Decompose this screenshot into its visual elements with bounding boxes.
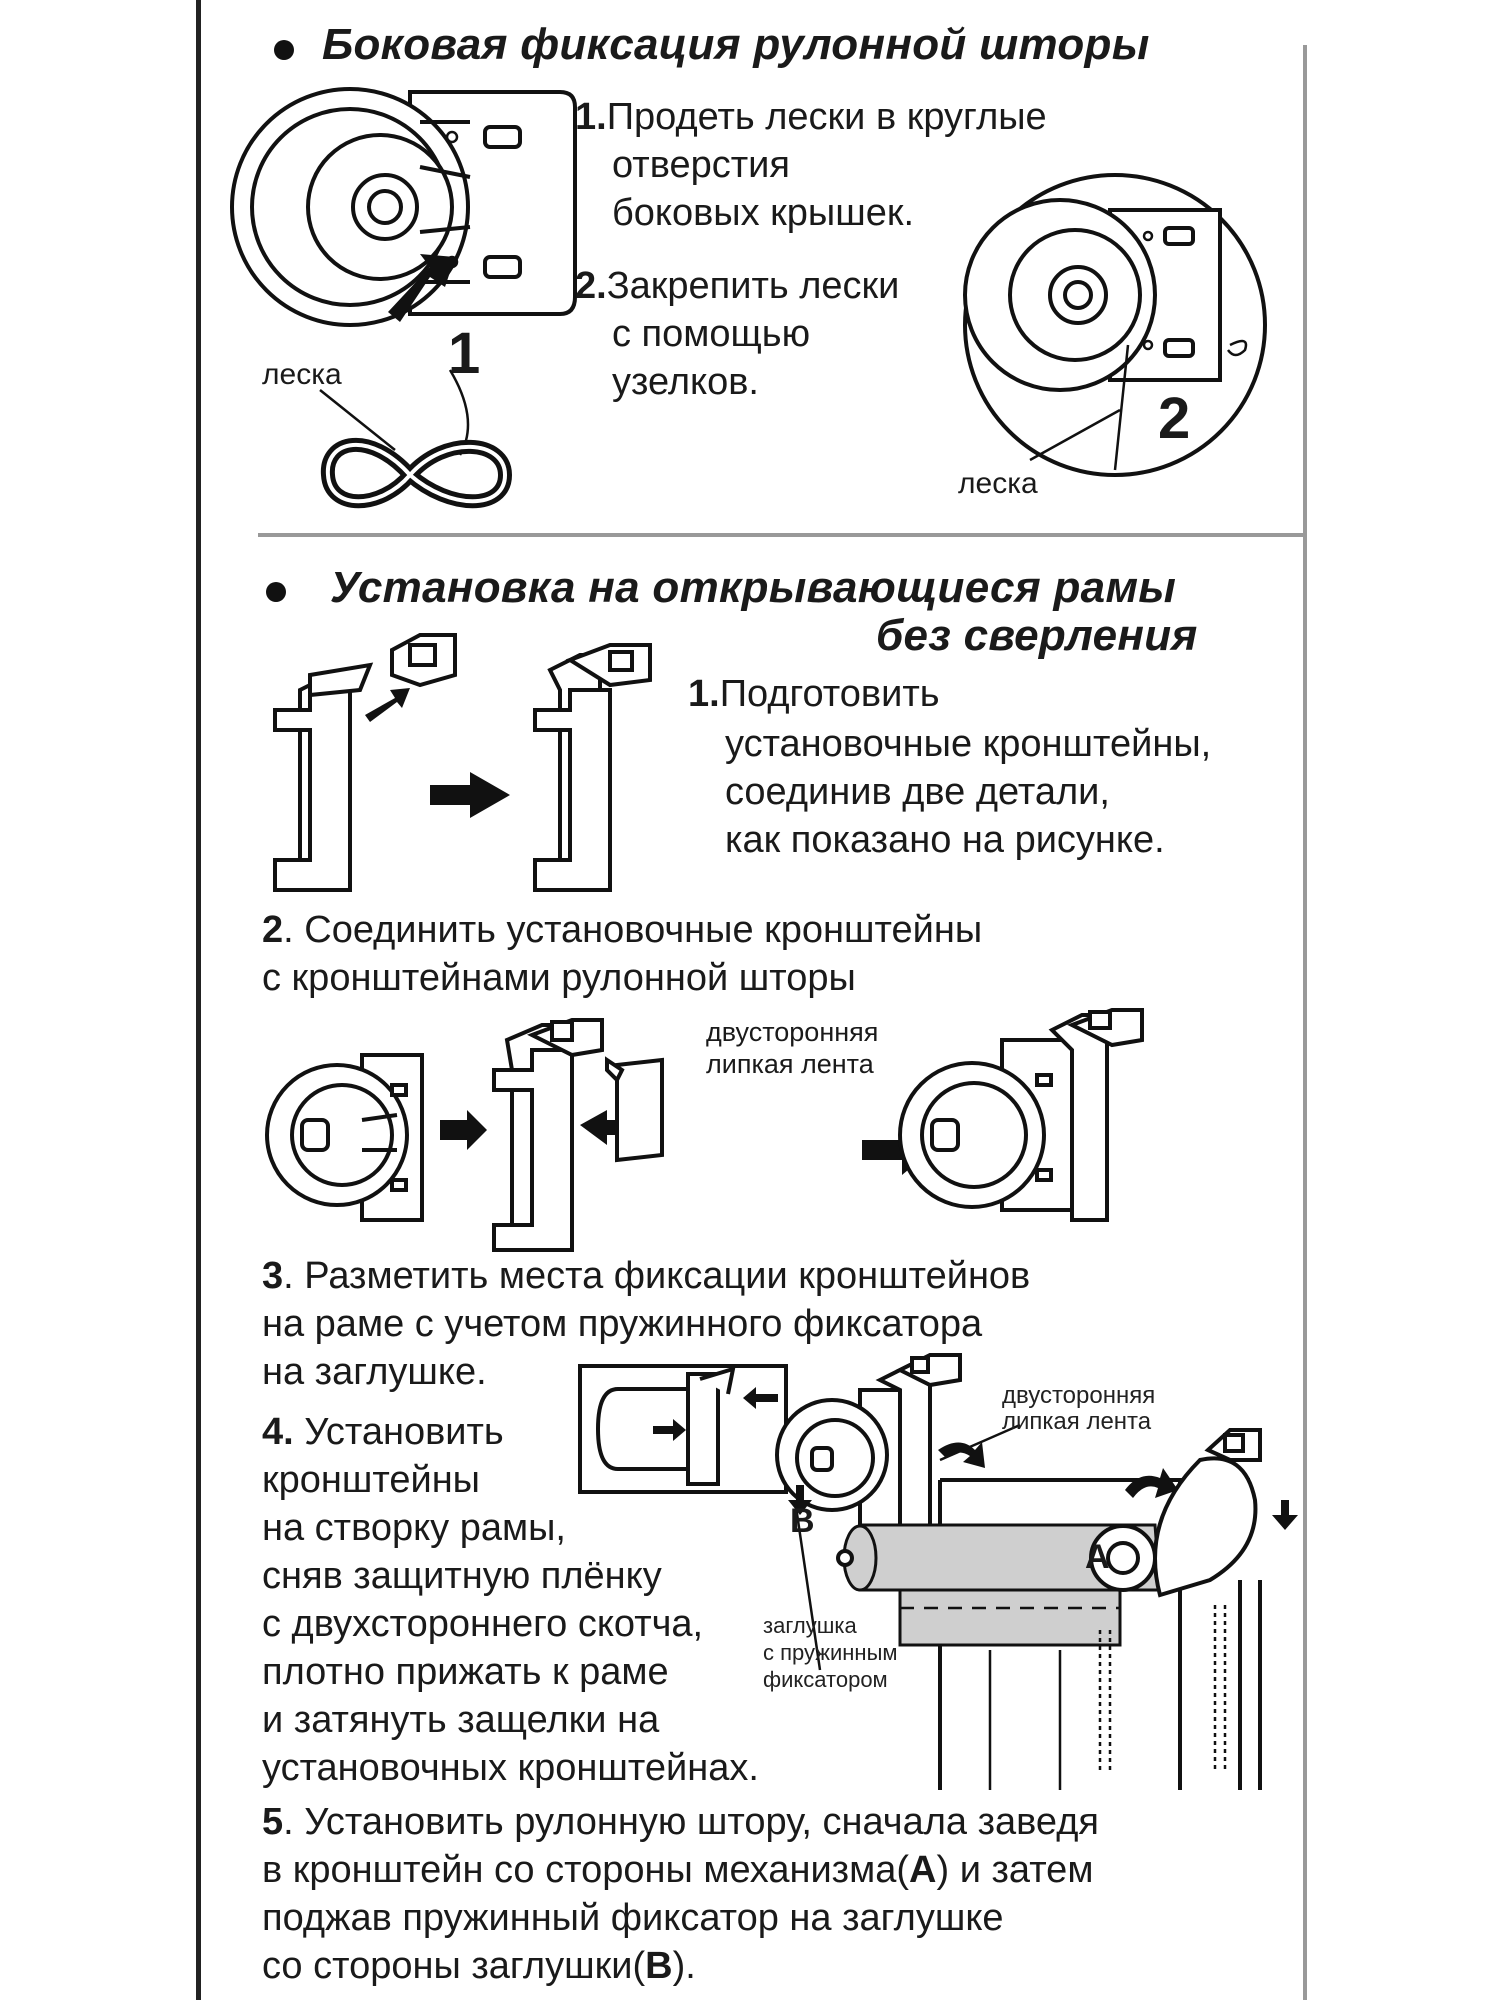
- s2-step2-line1: 2. Соединить установочные кронштейны: [262, 908, 982, 952]
- s2-step1-line4: как показано на рисунке.: [725, 818, 1165, 862]
- s1-step1-line3: боковых крышек.: [612, 191, 914, 235]
- s1-step2-line1: 2.Закрепить лески: [575, 264, 899, 308]
- knot-detail-illustration: [950, 170, 1290, 490]
- section2-heading-line2: без сверления: [876, 611, 1198, 661]
- section-divider: [258, 533, 1303, 537]
- s2-step5-line3: поджав пружинный фиксатор на заглушке: [262, 1896, 1004, 1940]
- section1-heading: Боковая фиксация рулонной шторы: [322, 20, 1150, 70]
- s2-step4-line8: установочных кронштейнах.: [262, 1746, 759, 1790]
- s2-step3-line1: 3. Разметить места фиксации кронштейнов: [262, 1254, 1030, 1298]
- s1-step2-line3: узелков.: [612, 360, 759, 404]
- s2-step1-line2: установочные кронштейны,: [725, 722, 1211, 766]
- s2-step4-line2: кронштейны: [262, 1458, 480, 1502]
- s2-step4-line1: 4. Установить: [262, 1410, 504, 1454]
- label-leska-right: леска: [958, 467, 1038, 501]
- s2-step5-line1: 5. Установить рулонную штору, сначала за…: [262, 1800, 1099, 1844]
- s2-step3-line2: на раме с учетом пружинного фиксатора: [262, 1302, 982, 1346]
- section1-bullet: [274, 40, 294, 60]
- s2-step5-line2: в кронштейн со стороны механизма(A) и за…: [262, 1848, 1093, 1892]
- s2-step2-line2: с кронштейнами рулонной шторы: [262, 956, 856, 1000]
- s1-step2-line2: с помощью: [612, 312, 810, 356]
- section2-heading-line1: Установка на открывающиеся рамы: [330, 563, 1176, 613]
- s2-step1-line3: соединив две детали,: [725, 770, 1110, 814]
- marker-a: A: [1085, 1538, 1110, 1577]
- s2-step4-line5: с двухстороннего скотча,: [262, 1602, 703, 1646]
- bracket-assembly-illustration: [270, 630, 670, 900]
- roller-mechanism-illustration: [230, 82, 570, 382]
- fishing-line-coil: [260, 360, 620, 520]
- s2-step4-line4: сняв защитную плёнку: [262, 1554, 662, 1598]
- s1-step1-line2: отверстия: [612, 143, 790, 187]
- marker-b: B: [790, 1502, 815, 1541]
- s2-step4-line7: и затянуть защелки на: [262, 1698, 659, 1742]
- s2-step4-line6: плотно прижать к раме: [262, 1650, 669, 1694]
- s2-step1-line1: 1.Подготовить: [688, 672, 940, 716]
- s2-step3-line3: на заглушке.: [262, 1350, 487, 1394]
- left-border-line: [196, 0, 201, 2000]
- section2-bullet: [266, 582, 286, 602]
- spring-cap-inset: [578, 1364, 788, 1494]
- marker-2: 2: [1158, 385, 1190, 452]
- s2-step4-line3: на створку рамы,: [262, 1506, 566, 1550]
- s1-step1-line1: 1.Продеть лески в круглые: [575, 95, 1047, 139]
- s2-step5-line4: со стороны заглушки(B).: [262, 1944, 696, 1988]
- right-border-line: [1303, 45, 1307, 2000]
